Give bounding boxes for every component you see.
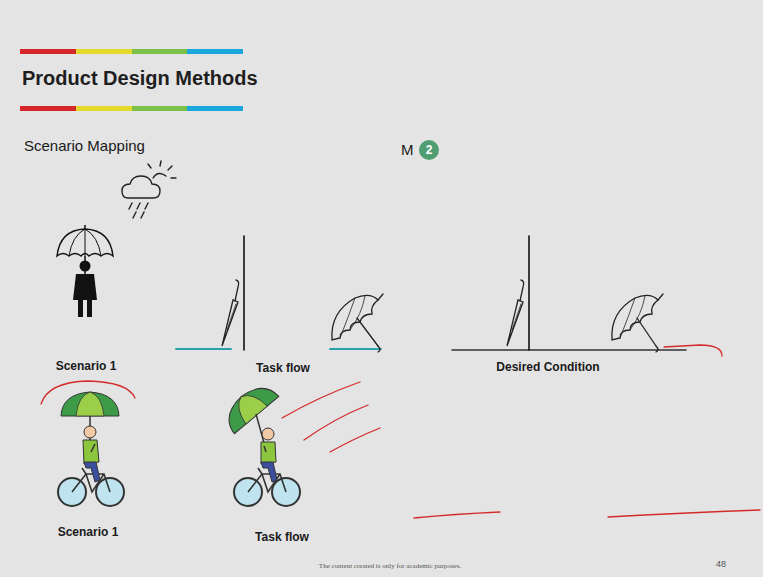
badge-number: 2 — [426, 144, 433, 156]
cyclist-umbrella-icon — [58, 392, 124, 506]
desired-condition-umbrellas — [452, 236, 686, 352]
section-heading: Scenario Mapping — [24, 137, 145, 155]
page-number: 48 — [716, 559, 726, 570]
red-annotations — [41, 345, 760, 518]
person-umbrella-icon — [57, 225, 113, 317]
figure-caption: Scenario 1 — [58, 525, 119, 539]
figure-caption: Task flow — [256, 361, 310, 375]
number-badge: 2 — [419, 140, 439, 160]
cyclist-windblown-umbrella-icon — [219, 378, 300, 506]
footer-note: The content created is only for academic… — [319, 562, 461, 570]
task-flow-umbrellas — [176, 236, 383, 352]
figure-caption: Desired Condition — [496, 360, 599, 374]
figure-caption: Scenario 1 — [56, 359, 117, 373]
figure-caption: Task flow — [255, 530, 309, 544]
slide-title: Product Design Methods — [22, 66, 258, 90]
method-letter: M — [401, 141, 414, 159]
weather-icon — [122, 161, 176, 218]
